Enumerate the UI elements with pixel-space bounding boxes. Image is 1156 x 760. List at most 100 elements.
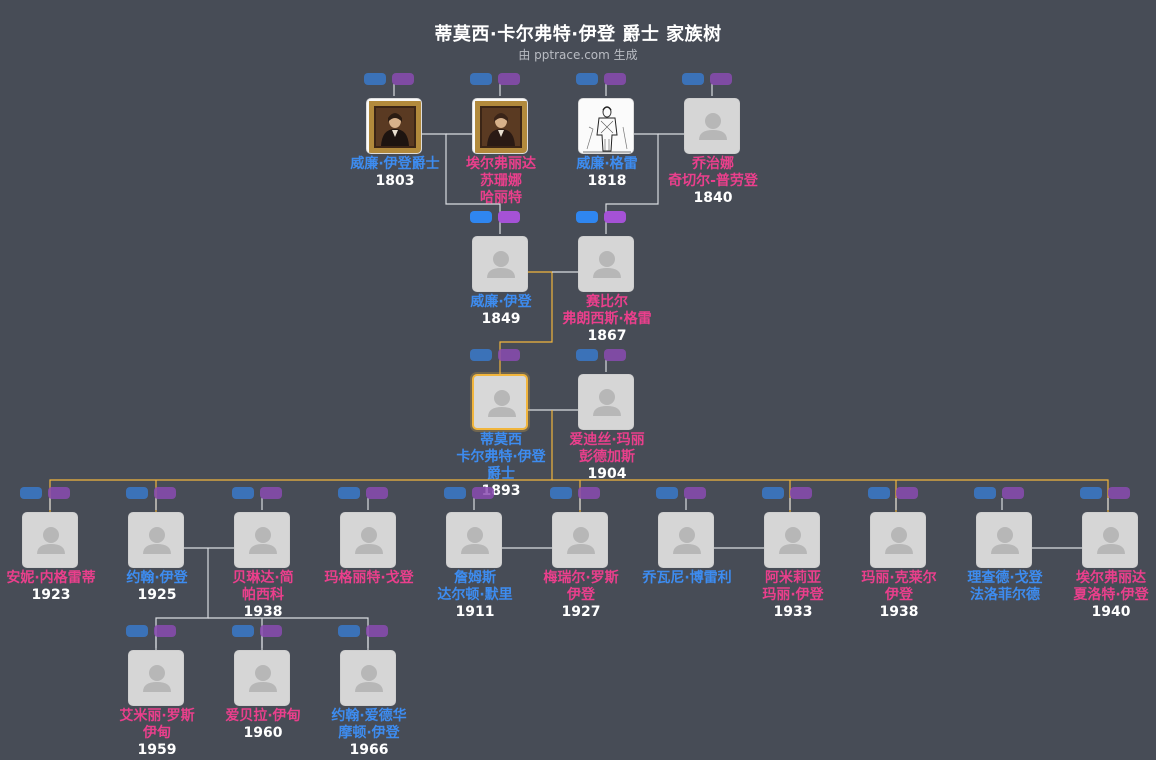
- expand-spouse-button[interactable]: [154, 487, 176, 499]
- expand-parents-button[interactable]: [868, 487, 890, 499]
- expand-spouse-button[interactable]: [392, 73, 414, 85]
- expand-spouse-button[interactable]: [498, 211, 520, 223]
- expand-spouse-button[interactable]: [710, 73, 732, 85]
- avatar-placeholder-icon[interactable]: [578, 374, 634, 430]
- expand-spouse-button[interactable]: [154, 625, 176, 637]
- expand-parents-button[interactable]: [338, 487, 360, 499]
- avatar-placeholder-icon[interactable]: [234, 650, 290, 706]
- avatar-placeholder-icon[interactable]: [340, 650, 396, 706]
- engraving-man-icon[interactable]: [578, 98, 634, 154]
- expand-parents-button[interactable]: [656, 487, 678, 499]
- expand-spouse-button[interactable]: [684, 487, 706, 499]
- avatar-placeholder-icon[interactable]: [234, 512, 290, 568]
- expand-spouse-button[interactable]: [1002, 487, 1024, 499]
- person-card[interactable]: 乔瓦尼·博雷利: [632, 487, 742, 622]
- expand-spouse-button[interactable]: [48, 487, 70, 499]
- person-label[interactable]: 埃尔弗丽达苏珊娜哈丽特: [416, 156, 586, 207]
- expand-parents-button[interactable]: [126, 625, 148, 637]
- expand-parents-button[interactable]: [974, 487, 996, 499]
- avatar-placeholder-icon[interactable]: [552, 512, 608, 568]
- person-card[interactable]: 理查德·戈登法洛菲尔德: [950, 487, 1060, 622]
- expand-parents-button[interactable]: [762, 487, 784, 499]
- avatar-placeholder-icon[interactable]: [472, 236, 528, 292]
- expand-parents-button[interactable]: [682, 73, 704, 85]
- expand-parents-button[interactable]: [470, 73, 492, 85]
- expand-parents-button[interactable]: [470, 349, 492, 361]
- avatar-placeholder-icon[interactable]: [22, 512, 78, 568]
- avatar-placeholder-icon[interactable]: [578, 236, 634, 292]
- person-label[interactable]: 乔瓦尼·博雷利: [602, 570, 772, 587]
- avatar-placeholder-icon[interactable]: [128, 650, 184, 706]
- expand-parents-button[interactable]: [576, 349, 598, 361]
- expand-parents-button[interactable]: [576, 73, 598, 85]
- avatar-placeholder-icon[interactable]: [870, 512, 926, 568]
- avatar-placeholder-icon[interactable]: [446, 512, 502, 568]
- expand-parents-button[interactable]: [444, 487, 466, 499]
- expand-spouse-button[interactable]: [260, 625, 282, 637]
- avatar-placeholder-icon[interactable]: [764, 512, 820, 568]
- expand-spouse-button[interactable]: [366, 625, 388, 637]
- expand-spouse-button[interactable]: [604, 349, 626, 361]
- expand-spouse-button[interactable]: [604, 211, 626, 223]
- person-card[interactable]: 玛格丽特·戈登: [314, 487, 424, 622]
- portrait-woman-icon[interactable]: [472, 98, 528, 154]
- avatar-placeholder-icon[interactable]: [976, 512, 1032, 568]
- expand-spouse-button[interactable]: [472, 487, 494, 499]
- expand-parents-button[interactable]: [550, 487, 572, 499]
- person-label[interactable]: 理查德·戈登法洛菲尔德: [920, 570, 1090, 604]
- avatar-placeholder-icon[interactable]: [472, 374, 528, 430]
- avatar-placeholder-icon[interactable]: [340, 512, 396, 568]
- expand-spouse-button[interactable]: [790, 487, 812, 499]
- portrait-man-icon[interactable]: [366, 98, 422, 154]
- expand-spouse-button[interactable]: [896, 487, 918, 499]
- expand-parents-button[interactable]: [338, 625, 360, 637]
- avatar-placeholder-icon[interactable]: [658, 512, 714, 568]
- expand-spouse-button[interactable]: [604, 73, 626, 85]
- expand-parents-button[interactable]: [364, 73, 386, 85]
- expand-spouse-button[interactable]: [498, 73, 520, 85]
- avatar-placeholder-icon[interactable]: [1082, 512, 1138, 568]
- expand-parents-button[interactable]: [232, 625, 254, 637]
- expand-parents-button[interactable]: [126, 487, 148, 499]
- expand-parents-button[interactable]: [20, 487, 42, 499]
- person-card[interactable]: 埃尔弗丽达苏珊娜哈丽特: [446, 73, 556, 208]
- expand-spouse-button[interactable]: [498, 349, 520, 361]
- expand-parents-button[interactable]: [232, 487, 254, 499]
- avatar-placeholder-icon[interactable]: [684, 98, 740, 154]
- expand-parents-button[interactable]: [470, 211, 492, 223]
- avatar-placeholder-icon[interactable]: [128, 512, 184, 568]
- expand-spouse-button[interactable]: [1108, 487, 1130, 499]
- expand-parents-button[interactable]: [1080, 487, 1102, 499]
